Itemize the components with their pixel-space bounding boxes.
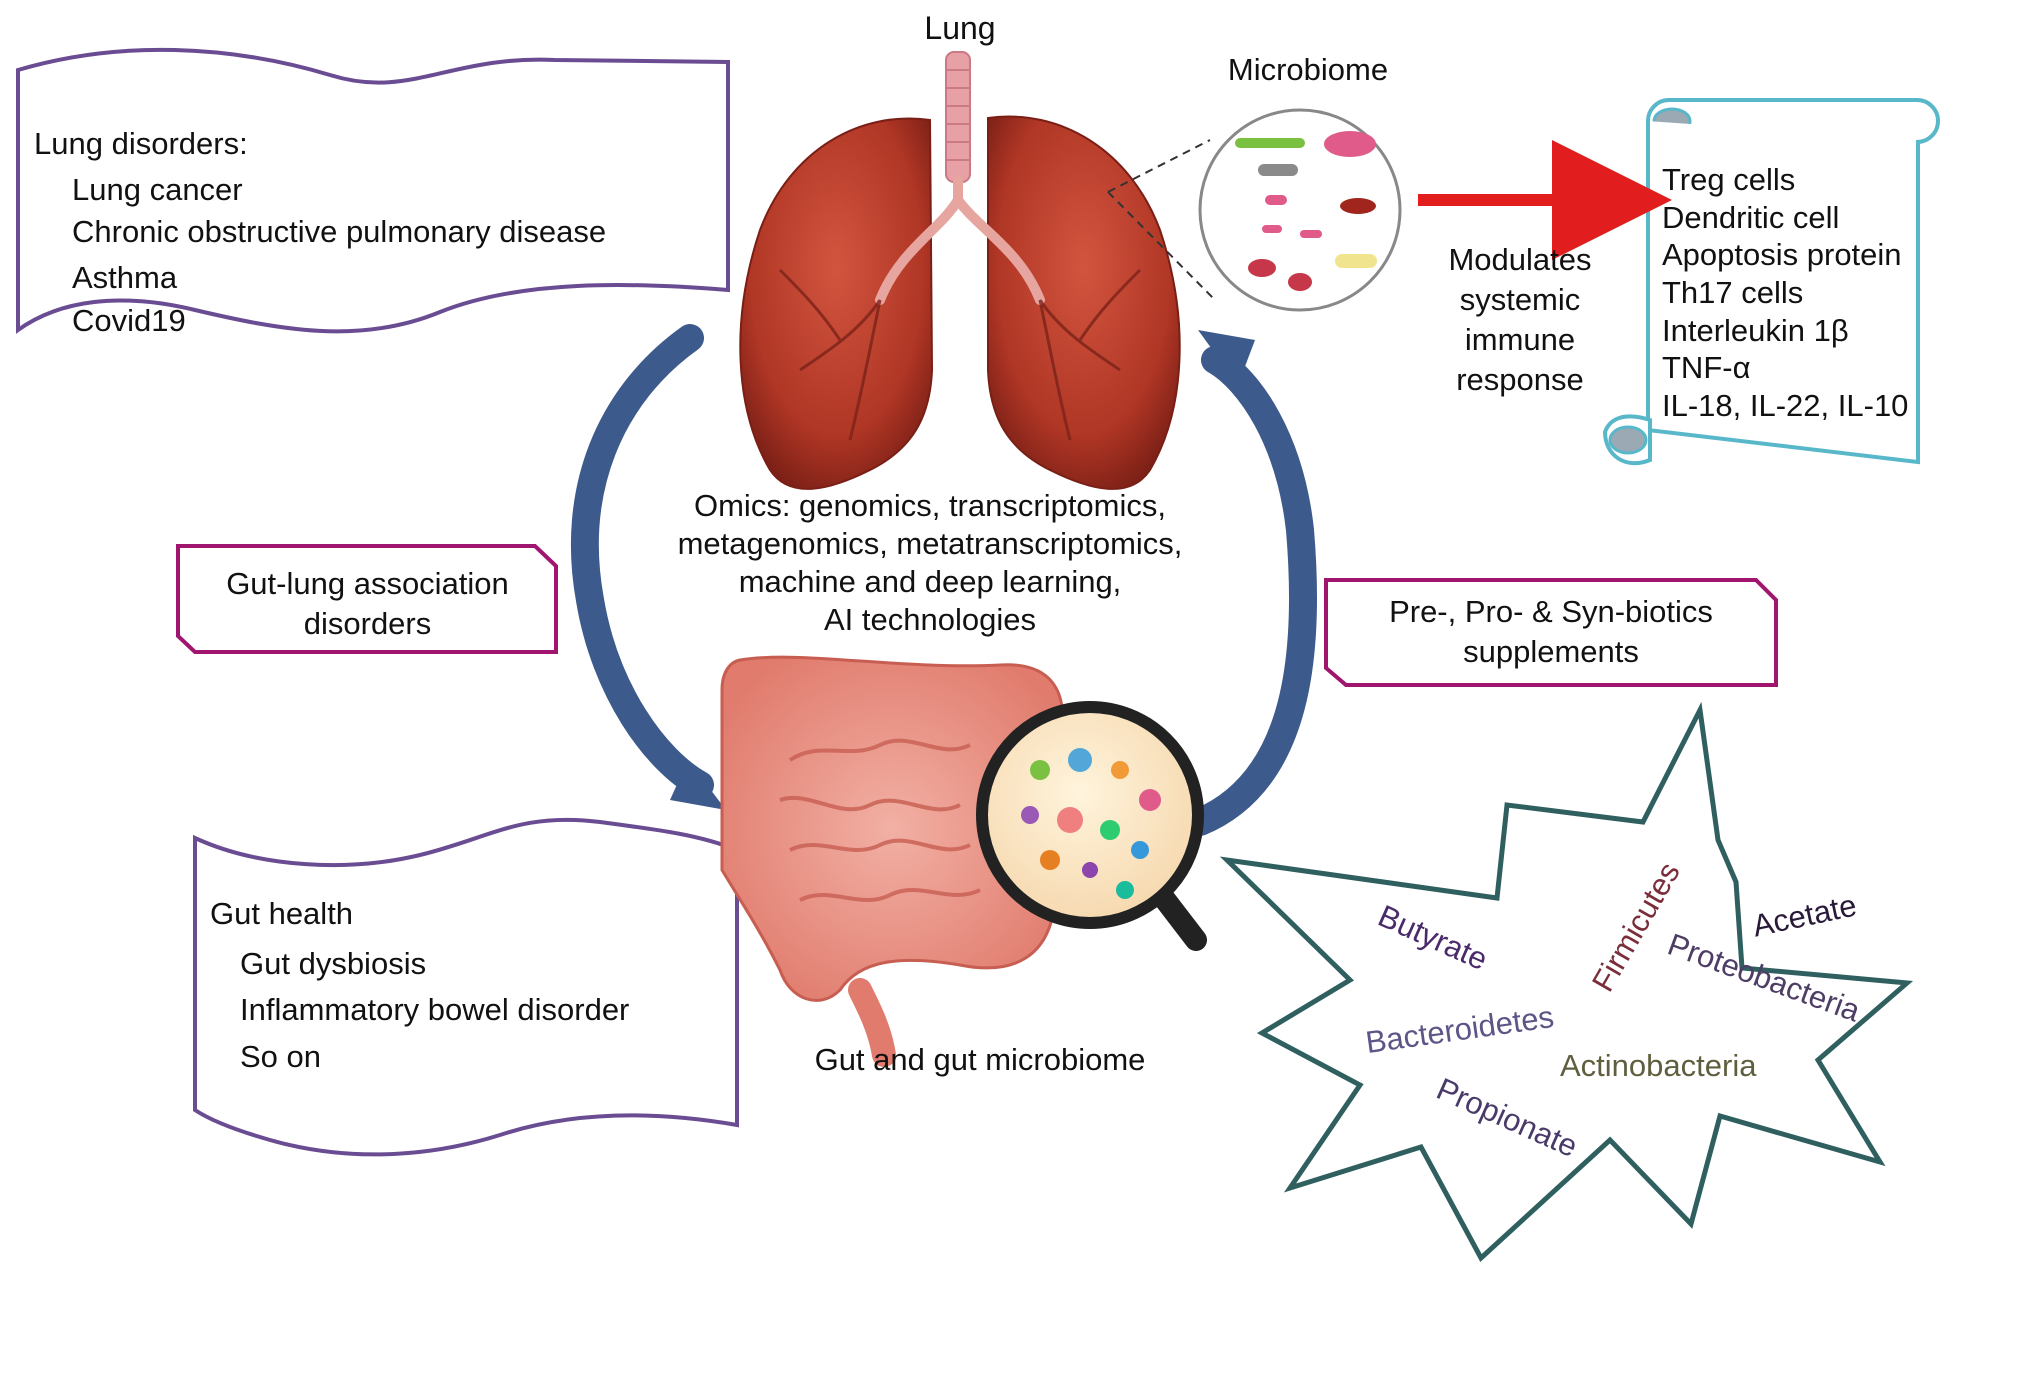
gut-to-lung-cycle-arrows (570, 324, 1318, 836)
gut-health-scroll (193, 817, 739, 1157)
microbe-shapes (1235, 131, 1377, 291)
modulates-line: response (1456, 362, 1584, 397)
gut-lung-association-box (176, 544, 558, 654)
omics-line: metagenomics, metatranscriptomics, (677, 526, 1183, 561)
biotics-line: supplements (1463, 634, 1639, 669)
lung-disorder-item: Covid19 (72, 303, 186, 338)
immune-response-scroll (1602, 98, 1940, 466)
immune-item: IL-18, IL-22, IL-10 (1662, 388, 1909, 423)
lungs-illustration (739, 51, 1181, 490)
biotics-supplements-box (1324, 578, 1778, 687)
lung-disorders-scroll (16, 47, 730, 334)
immune-item: TNF-α (1662, 350, 1751, 385)
gut-health-item: So on (240, 1039, 322, 1074)
gut-illustration (720, 655, 1064, 1067)
lung-title: Lung (924, 10, 996, 46)
immune-item: Interleukin 1β (1662, 313, 1849, 348)
magnifying-glass (976, 701, 1207, 951)
microbiome-title: Microbiome (1227, 52, 1389, 87)
gut-microbes (1021, 748, 1161, 899)
lung-disorder-item: Asthma (72, 260, 178, 295)
modulates-line: Modulates (1448, 242, 1592, 277)
modulates-line: immune (1464, 322, 1576, 357)
immune-item: Th17 cells (1662, 275, 1804, 310)
arrow-up-to-lung (1198, 330, 1255, 385)
microbiome-inset (1107, 108, 1402, 312)
gut-caption: Gut and gut microbiome (814, 1042, 1146, 1077)
arrow-down-to-gut (670, 760, 726, 810)
gut-lung-association-line: Gut-lung association (226, 566, 509, 601)
lung-disorder-item: Lung cancer (72, 172, 243, 207)
star-term-actinobacteria: Actinobacteria (1560, 1048, 1757, 1083)
modulates-line: systemic (1459, 282, 1581, 317)
omics-line: Omics: genomics, transcriptomics, (694, 488, 1166, 523)
omics-line: machine and deep learning, (738, 564, 1122, 599)
immune-item: Dendritic cell (1662, 200, 1840, 235)
gut-lung-association-line: disorders (303, 606, 432, 641)
lung-disorder-item: Chronic obstructive pulmonary disease (72, 214, 607, 249)
biotics-line: Pre-, Pro- & Syn-biotics (1389, 594, 1713, 629)
gut-health-item: Gut dysbiosis (240, 946, 427, 981)
metabolites-starburst (1219, 701, 1914, 1263)
omics-line: AI technologies (824, 602, 1036, 637)
immune-item: Treg cells (1662, 162, 1796, 197)
gut-health-item: Inflammatory bowel disorder (240, 992, 630, 1027)
lung-disorders-heading: Lung disorders: (34, 126, 248, 161)
immune-item: Apoptosis protein (1662, 237, 1902, 272)
gut-health-heading: Gut health (210, 896, 354, 931)
